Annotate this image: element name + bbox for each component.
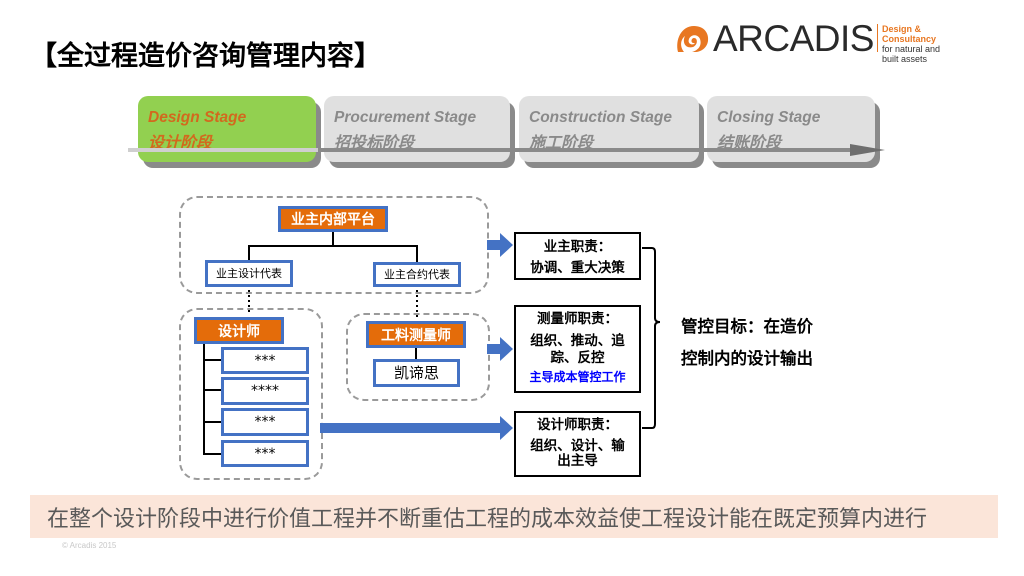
logo-tagline-1: Design & Consultancy xyxy=(882,24,937,44)
stage-construction[interactable]: Construction Stage 施工阶段 xyxy=(519,96,699,162)
stage-cn-label: 结账阶段 xyxy=(717,135,782,152)
qs-firm-node: 凯谛思 xyxy=(373,359,460,387)
stage-closing[interactable]: Closing Stage 结账阶段 xyxy=(707,96,875,162)
stage-procurement[interactable]: Procurement Stage 招投标阶段 xyxy=(324,96,510,162)
arcadis-logo: ARCADIS Design & Consultancy for natural… xyxy=(675,18,975,64)
owner-contract-rep-node: 业主合约代表 xyxy=(373,262,461,287)
stage-cn-label: 设计阶段 xyxy=(148,135,213,152)
qs-node: 工料测量师 xyxy=(366,321,466,348)
logo-divider xyxy=(877,24,878,52)
logo-tagline: Design & Consultancy for natural and bui… xyxy=(882,24,975,64)
qs-responsibility-title: 测量师职责： xyxy=(537,311,618,327)
stage-en-label: Design Stage xyxy=(148,109,247,126)
qs-responsibility-highlight: 主导成本管控工作 xyxy=(529,370,626,384)
designer-item: *** xyxy=(221,408,309,436)
arcadis-swirl-icon xyxy=(677,26,709,52)
arrow-designer-icon xyxy=(500,416,513,440)
arrow-owner-shaft xyxy=(487,240,501,250)
designer-group xyxy=(179,308,323,480)
stage-en-label: Closing Stage xyxy=(717,109,821,126)
designer-responsibility-body: 组织、设计、输出主导 xyxy=(530,438,625,469)
owner-responsibility-body: 协调、重大决策 xyxy=(530,260,625,276)
arrow-owner-icon xyxy=(500,233,513,257)
page-title: 【全过程造价咨询管理内容】 xyxy=(30,41,381,72)
stage-design[interactable]: Design Stage 设计阶段 xyxy=(138,96,316,162)
owner-platform-node: 业主内部平台 xyxy=(278,206,388,232)
owner-responsibility-box: 业主职责： 协调、重大决策 xyxy=(514,232,641,280)
control-goal: 管控目标：在造价 控制内的设计输出 xyxy=(681,311,813,375)
summary-banner xyxy=(30,495,998,538)
control-goal-line-2: 控制内的设计输出 xyxy=(681,349,813,368)
designer-responsibility-box: 设计师职责： 组织、设计、输出主导 xyxy=(514,411,641,477)
summary-banner-text: 在整个设计阶段中进行价值工程并不断重估工程的成本效益使工程设计能在既定预算内进行 xyxy=(47,507,928,532)
logo-tagline-2: for natural and xyxy=(882,44,941,54)
stage-en-label: Procurement Stage xyxy=(334,109,477,126)
stage-cn-label: 施工阶段 xyxy=(529,135,594,152)
qs-responsibility-box: 测量师职责： 组织、推动、追踪、反控 主导成本管控工作 xyxy=(514,305,641,393)
designer-item: *** xyxy=(221,347,309,374)
bracket xyxy=(642,247,661,429)
logo-tagline-3: built assets xyxy=(882,54,928,64)
qs-responsibility-body: 组织、推动、追踪、反控 xyxy=(530,333,625,366)
owner-responsibility-title: 业主职责： xyxy=(543,239,612,255)
qs-group xyxy=(346,313,490,401)
stage-en-label: Construction Stage xyxy=(529,109,672,126)
stage-cn-label: 招投标阶段 xyxy=(334,135,415,152)
designer-item: *** xyxy=(221,440,309,467)
copyright: © Arcadis 2015 xyxy=(62,541,117,550)
designer-node: 设计师 xyxy=(194,317,284,344)
arrow-designer-shaft xyxy=(320,423,502,433)
control-goal-line-1: 管控目标：在造价 xyxy=(681,317,813,336)
designer-responsibility-title: 设计师职责： xyxy=(537,417,618,433)
logo-wordmark: ARCADIS xyxy=(713,18,874,59)
designer-item: **** xyxy=(221,377,309,405)
owner-design-rep-node: 业主设计代表 xyxy=(205,260,293,287)
arrow-qs-icon xyxy=(500,337,513,361)
